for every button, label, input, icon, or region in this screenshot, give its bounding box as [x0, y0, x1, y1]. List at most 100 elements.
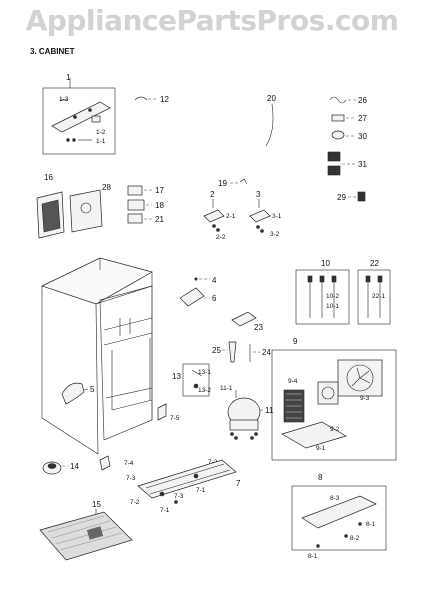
callout-13: 13	[172, 372, 181, 381]
callout-12: 12	[160, 95, 169, 104]
section-title: 3. CABINET	[30, 47, 75, 56]
part-19-hook	[239, 178, 248, 185]
callout-7-1-right: 7-1	[196, 487, 206, 494]
callout-1-2: 1-2	[96, 129, 106, 136]
callout-20: 20	[267, 94, 276, 103]
callout-8: 8	[318, 473, 323, 482]
callout-7-5: 7-5	[170, 415, 180, 422]
callout-17: 17	[155, 186, 164, 195]
callout-28: 28	[102, 183, 111, 192]
callout-9-1: 9-1	[316, 445, 326, 452]
callout-18: 18	[155, 201, 164, 210]
callout-7-3-bottom: 7-3	[174, 493, 184, 500]
callout-8-1-bottom: 8-1	[308, 553, 318, 560]
callout-16: 16	[44, 173, 53, 182]
callout-5: 5	[90, 385, 95, 394]
callout-13-1: 13-1	[198, 369, 211, 376]
callout-30: 30	[358, 132, 367, 141]
part-12-clip	[134, 96, 148, 101]
part-6	[179, 287, 205, 307]
callout-4: 4	[212, 276, 217, 285]
part-30	[331, 130, 345, 140]
callout-9-4: 9-4	[288, 378, 298, 385]
part-25	[228, 341, 237, 363]
callout-11-1: 11-1	[220, 385, 233, 392]
callout-10-2: 10-2	[326, 293, 339, 300]
part-7-base	[137, 459, 237, 504]
part-27	[331, 114, 345, 122]
part-11-compressor	[227, 397, 261, 440]
callout-11: 11	[265, 406, 274, 415]
part-16-panel	[36, 191, 65, 239]
callout-9: 9	[293, 337, 298, 346]
callout-3-2: 3-2	[270, 231, 280, 238]
callout-22-1: 22-1	[372, 293, 385, 300]
callout-31: 31	[358, 160, 367, 169]
part-22-box	[357, 269, 391, 325]
callout-19: 19	[218, 179, 227, 188]
part-17	[127, 185, 143, 196]
callout-2-2: 2-2	[216, 234, 226, 241]
part-9-3-fan	[337, 359, 383, 397]
callout-2: 2	[210, 190, 215, 199]
callout-6: 6	[212, 294, 217, 303]
callout-15: 15	[92, 500, 101, 509]
callout-1-3: 1-3	[59, 96, 69, 103]
callout-26: 26	[358, 96, 367, 105]
callout-8-3: 8-3	[330, 495, 340, 502]
callout-7: 7	[236, 479, 241, 488]
part-7-5	[157, 403, 167, 421]
part-31a	[327, 151, 341, 162]
part-9-4-condenser	[283, 389, 305, 423]
part-26	[329, 96, 347, 104]
part-28-bracket	[69, 189, 103, 233]
callout-10-1: 10-1	[326, 303, 339, 310]
callout-25: 25	[212, 346, 221, 355]
cabinet-body	[41, 257, 153, 455]
callout-3: 3	[256, 190, 261, 199]
part-13-box	[182, 363, 210, 397]
callout-13-2: 13-2	[198, 387, 211, 394]
callout-23: 23	[254, 323, 263, 332]
part-23	[231, 311, 257, 327]
callout-14: 14	[70, 462, 79, 471]
part-15-rear-cover	[39, 511, 133, 561]
part-8-box	[291, 485, 387, 551]
part-3-hinge	[249, 209, 271, 233]
part-29	[357, 191, 366, 202]
part-9-1-base	[281, 421, 347, 449]
callout-7-1-bottom: 7-1	[160, 507, 170, 514]
callout-1-1: 1-1	[96, 138, 106, 145]
part-2-hinge	[203, 209, 225, 232]
part-10-box	[295, 269, 350, 325]
callout-3-1: 3-1	[272, 213, 282, 220]
callout-2-1: 2-1	[226, 213, 236, 220]
callout-21: 21	[155, 215, 164, 224]
part-14-leveler	[42, 461, 62, 475]
part-7-4	[99, 455, 111, 471]
part-8-3	[301, 495, 377, 529]
part-5	[61, 382, 85, 405]
callout-7-2-bottom: 7-2	[130, 499, 140, 506]
callout-29: 29	[337, 193, 346, 202]
callout-9-2: 9-2	[330, 426, 340, 433]
callout-1: 1	[66, 73, 71, 82]
callout-7-4: 7-4	[124, 460, 134, 467]
watermark: AppliancePartsPros.com	[25, 4, 399, 37]
callout-8-1-right: 8-1	[366, 521, 376, 528]
callout-22: 22	[370, 259, 379, 268]
callout-10: 10	[321, 259, 330, 268]
callout-27: 27	[358, 114, 367, 123]
part-18	[127, 199, 145, 211]
part-21	[127, 213, 143, 224]
callout-24: 24	[262, 348, 271, 357]
callout-7-3-left: 7-3	[126, 475, 136, 482]
part-9-box	[271, 349, 397, 461]
part-1-group	[42, 78, 116, 155]
part-20-wire	[265, 103, 274, 147]
part-9-fan-motor	[317, 381, 339, 405]
part-31b	[327, 165, 341, 176]
callout-9-3: 9-3	[360, 395, 370, 402]
callout-8-2: 8-2	[350, 535, 360, 542]
